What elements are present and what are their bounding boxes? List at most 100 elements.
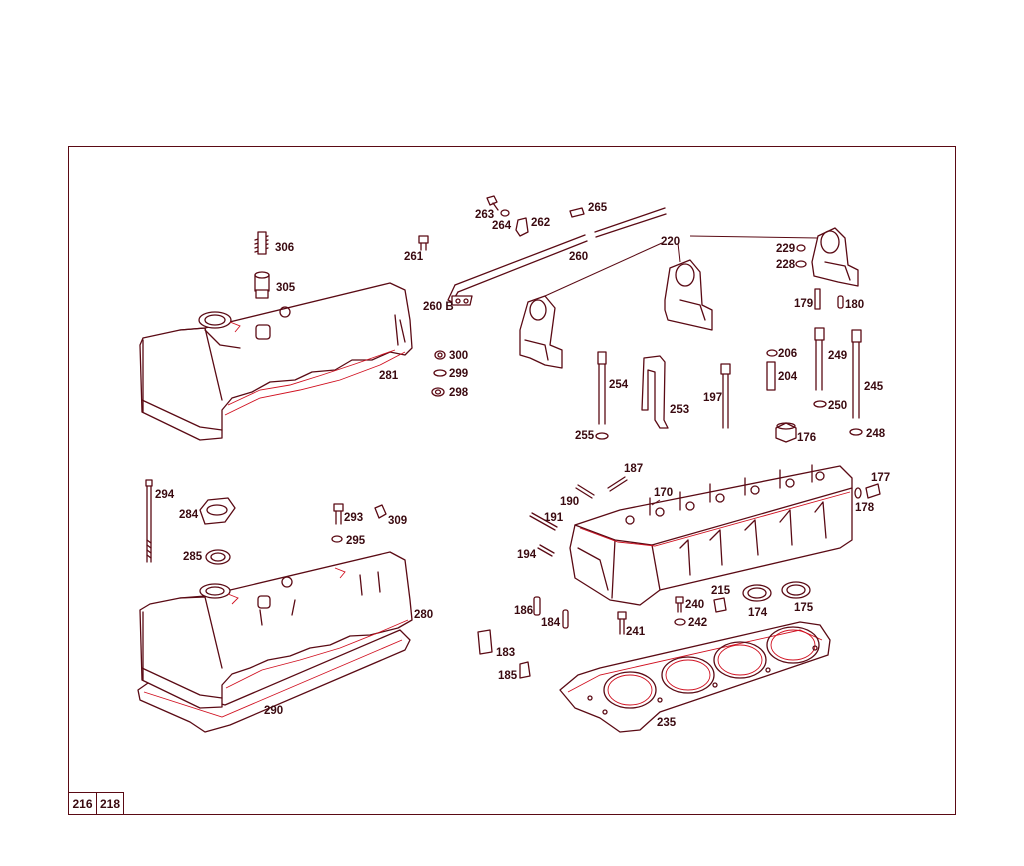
label-263: 263 — [475, 209, 494, 221]
label-242: 242 — [688, 617, 707, 629]
label-184: 184 — [541, 617, 561, 629]
part-249-bolt — [814, 327, 825, 391]
part-242-washer — [674, 618, 686, 626]
label-281: 281 — [379, 370, 399, 382]
label-294: 294 — [155, 489, 175, 501]
part-197-rod — [720, 363, 731, 429]
part-187-pin — [607, 476, 628, 492]
part-labels: 306 305 281 300 299 298 261 260 B 260 26… — [155, 202, 890, 729]
part-174-seal — [742, 584, 772, 602]
label-179: 179 — [794, 298, 813, 310]
part-186-dowel — [533, 596, 541, 616]
label-260: 260 — [569, 251, 588, 263]
label-187: 187 — [624, 463, 643, 475]
label-299: 299 — [449, 368, 468, 380]
part-241-bolt — [617, 611, 627, 635]
part-176-plug — [775, 422, 797, 443]
label-285: 285 — [183, 551, 203, 563]
label-183: 183 — [496, 647, 515, 659]
part-183-guide — [477, 629, 493, 655]
label-191: 191 — [544, 512, 564, 524]
part-245-bolt — [851, 329, 862, 419]
part-306-spring — [254, 231, 269, 255]
label-204: 204 — [778, 371, 798, 383]
label-180: 180 — [845, 299, 864, 311]
head-gasket — [559, 621, 831, 733]
part-206-washer — [766, 349, 778, 357]
label-194: 194 — [517, 549, 537, 561]
part-229-washer — [796, 244, 806, 252]
part-250-washer — [813, 400, 827, 408]
part-265-bushing — [569, 207, 585, 218]
part-228-washer — [795, 260, 807, 268]
part-285-seal-ring — [205, 549, 231, 565]
part-191-stud — [529, 512, 558, 531]
label-220: 220 — [661, 236, 680, 248]
label-206: 206 — [778, 348, 797, 360]
label-178: 178 — [855, 502, 875, 514]
part-293-bolt — [333, 503, 344, 525]
label-235: 235 — [657, 717, 677, 729]
rocker-support-1 — [519, 295, 563, 369]
part-261-bolt — [418, 235, 429, 251]
part-284-cap — [199, 497, 236, 525]
part-294-bolt — [145, 479, 153, 563]
label-245: 245 — [864, 381, 884, 393]
label-284: 284 — [179, 509, 199, 521]
valve-cover-upper — [139, 282, 413, 441]
part-175-seal — [781, 581, 811, 599]
cylinder-head — [569, 464, 853, 606]
part-180-pin — [837, 295, 844, 309]
diagram-frame — [68, 146, 956, 815]
label-280: 280 — [414, 609, 433, 621]
part-178-washer — [854, 487, 862, 499]
label-264: 264 — [492, 220, 512, 232]
part-264-washer — [500, 209, 510, 217]
rocker-support-2 — [664, 259, 713, 331]
part-240-bolt — [675, 596, 684, 613]
washers-298-300 — [431, 350, 447, 397]
label-176: 176 — [797, 432, 816, 444]
label-240: 240 — [685, 599, 704, 611]
label-255: 255 — [575, 430, 595, 442]
label-177: 177 — [871, 472, 890, 484]
part-248-washer — [849, 428, 863, 436]
label-306: 306 — [275, 242, 294, 254]
label-215: 215 — [711, 585, 731, 597]
label-262: 262 — [531, 217, 550, 229]
page-ref-216[interactable]: 216 — [68, 792, 97, 815]
part-253-bracket — [641, 355, 669, 429]
part-309-clip — [374, 504, 387, 519]
valve-cover-lower — [137, 551, 413, 733]
part-194-pin — [537, 544, 555, 557]
label-300: 300 — [449, 350, 468, 362]
linkage-rod-260 — [447, 207, 667, 306]
part-177-plug — [865, 483, 881, 499]
rocker-support-3 — [811, 227, 859, 287]
label-254: 254 — [609, 379, 629, 391]
part-179-pin — [814, 288, 821, 310]
label-241: 241 — [626, 626, 646, 638]
part-190-pin — [575, 484, 595, 499]
label-229: 229 — [776, 243, 795, 255]
label-260b: 260 B — [423, 301, 454, 313]
part-255-washer — [595, 432, 609, 440]
leader-220 — [544, 235, 819, 297]
part-185-guide — [519, 661, 531, 679]
part-254-stud — [597, 351, 607, 425]
label-295: 295 — [346, 535, 366, 547]
label-305: 305 — [276, 282, 296, 294]
part-215-plug — [713, 597, 727, 613]
label-185: 185 — [498, 670, 518, 682]
label-190: 190 — [560, 496, 579, 508]
leader-170 — [651, 499, 661, 506]
part-305-breather — [254, 271, 270, 299]
part-262-bracket — [515, 217, 529, 237]
part-184-dowel — [562, 609, 569, 629]
page-ref-218[interactable]: 218 — [96, 792, 124, 815]
label-253: 253 — [670, 404, 689, 416]
label-261: 261 — [404, 251, 424, 263]
label-298: 298 — [449, 387, 469, 399]
label-290: 290 — [264, 705, 283, 717]
